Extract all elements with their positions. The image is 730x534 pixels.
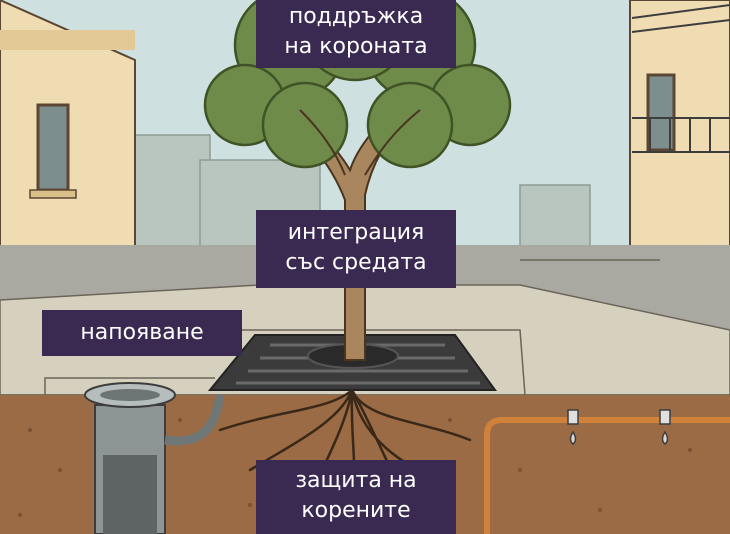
left-building <box>0 0 136 251</box>
label-crown-line1: поддръжка <box>288 4 424 29</box>
drip-pipe <box>484 409 730 534</box>
label-irrigation: напояване <box>42 310 242 356</box>
right-building <box>629 0 730 322</box>
irrigation-riser <box>84 382 225 534</box>
label-root-protection: защита на корените <box>256 460 456 534</box>
label-environment-line1: интеграция <box>287 220 425 245</box>
label-roots-line2: корените <box>301 498 411 523</box>
window <box>36 103 70 192</box>
label-crown-line2: на короната <box>284 34 428 59</box>
label-roots-line1: защита на <box>295 468 417 493</box>
label-irrigation-line1: напояване <box>80 320 204 345</box>
label-environment-integration: интеграция със средата <box>256 210 456 288</box>
balcony <box>631 4 730 153</box>
label-crown-maintenance: поддръжка на короната <box>256 0 456 68</box>
label-environment-line2: със средата <box>285 250 427 275</box>
